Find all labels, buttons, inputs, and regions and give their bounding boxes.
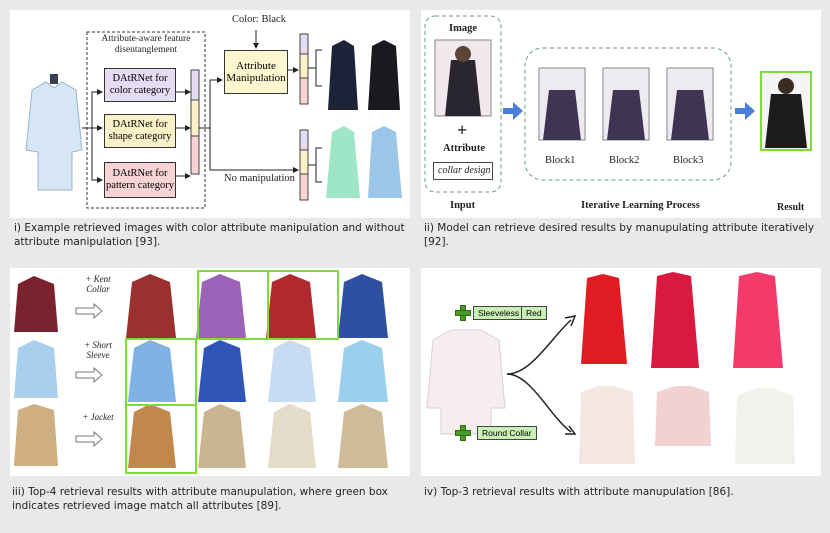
caption-panel4: iv) Top-3 retrieval results with attribu… xyxy=(424,486,734,498)
match-box-r2c1 xyxy=(125,338,197,406)
caption-panel3: iii) Top-4 retrieval results with attrib… xyxy=(12,486,388,512)
retrieved-black-shirts xyxy=(328,40,400,110)
attribute-value: collar design xyxy=(438,165,491,176)
attr-kent-collar: + Kent Collar xyxy=(85,274,111,294)
color-black-label: Color: Black xyxy=(232,14,286,25)
panel-iterative-retrieval: Image + Attribute collar design Input Bl… xyxy=(421,10,821,218)
image-label: Image xyxy=(449,23,477,34)
net-shape-box: DAtRNet for shape category xyxy=(104,114,176,148)
panel-top4-retrieval: + Kent Collar + Short Sleeve + Jacket xyxy=(10,268,410,476)
caption-panel2: ii) Model can retrieve desired results b… xyxy=(424,222,815,248)
match-box-r1c3 xyxy=(267,270,339,340)
match-box-r1c2 xyxy=(197,270,269,340)
attr-short-sleeve: + Short Sleeve xyxy=(84,340,112,360)
caption-panel1: i) Example retrieved images with color a… xyxy=(14,222,405,248)
panel3-garments xyxy=(14,274,388,468)
tag-red: Red xyxy=(521,306,547,320)
block2-label: Block2 xyxy=(609,155,640,166)
panel-color-manipulation: Color: Black Attribute-aware feature dis… xyxy=(10,10,410,218)
tag-round-collar: Round Collar xyxy=(477,426,537,440)
disentangle-title: Attribute-aware feature disentanglement xyxy=(101,34,191,55)
plus-icon-bottom xyxy=(455,425,471,441)
block1-label: Block1 xyxy=(545,155,576,166)
plus-icon-top xyxy=(455,305,471,321)
plus-sign: + xyxy=(457,120,468,140)
block3-label: Block3 xyxy=(673,155,704,166)
panel-top3-retrieval: Sleeveless Red Round Collar xyxy=(421,268,821,476)
panel2-diagram xyxy=(424,15,812,193)
match-box-r3c1 xyxy=(125,404,197,474)
net-color-box: DAtRNet for color category xyxy=(104,68,176,102)
process-label: Iterative Learning Process xyxy=(581,200,700,211)
retrieved-unmanipulated-shirts xyxy=(326,126,402,198)
attr-jacket: + Jacket xyxy=(82,412,114,422)
net-pattern-box: DAtRNet for pattern category xyxy=(104,162,176,198)
panel1-diagram xyxy=(25,30,402,209)
panel4-garments xyxy=(426,272,795,464)
input-label: Input xyxy=(450,200,476,211)
manipulation-box: Attribute Manipulation xyxy=(224,50,288,94)
input-shirt-image xyxy=(25,74,83,191)
result-label: Result xyxy=(777,202,805,213)
attribute-value-box xyxy=(433,162,493,180)
no-manipulation-label: No manipulation xyxy=(224,173,295,184)
attribute-label: Attribute xyxy=(443,143,485,154)
tag-sleeveless: Sleeveless xyxy=(473,306,525,320)
